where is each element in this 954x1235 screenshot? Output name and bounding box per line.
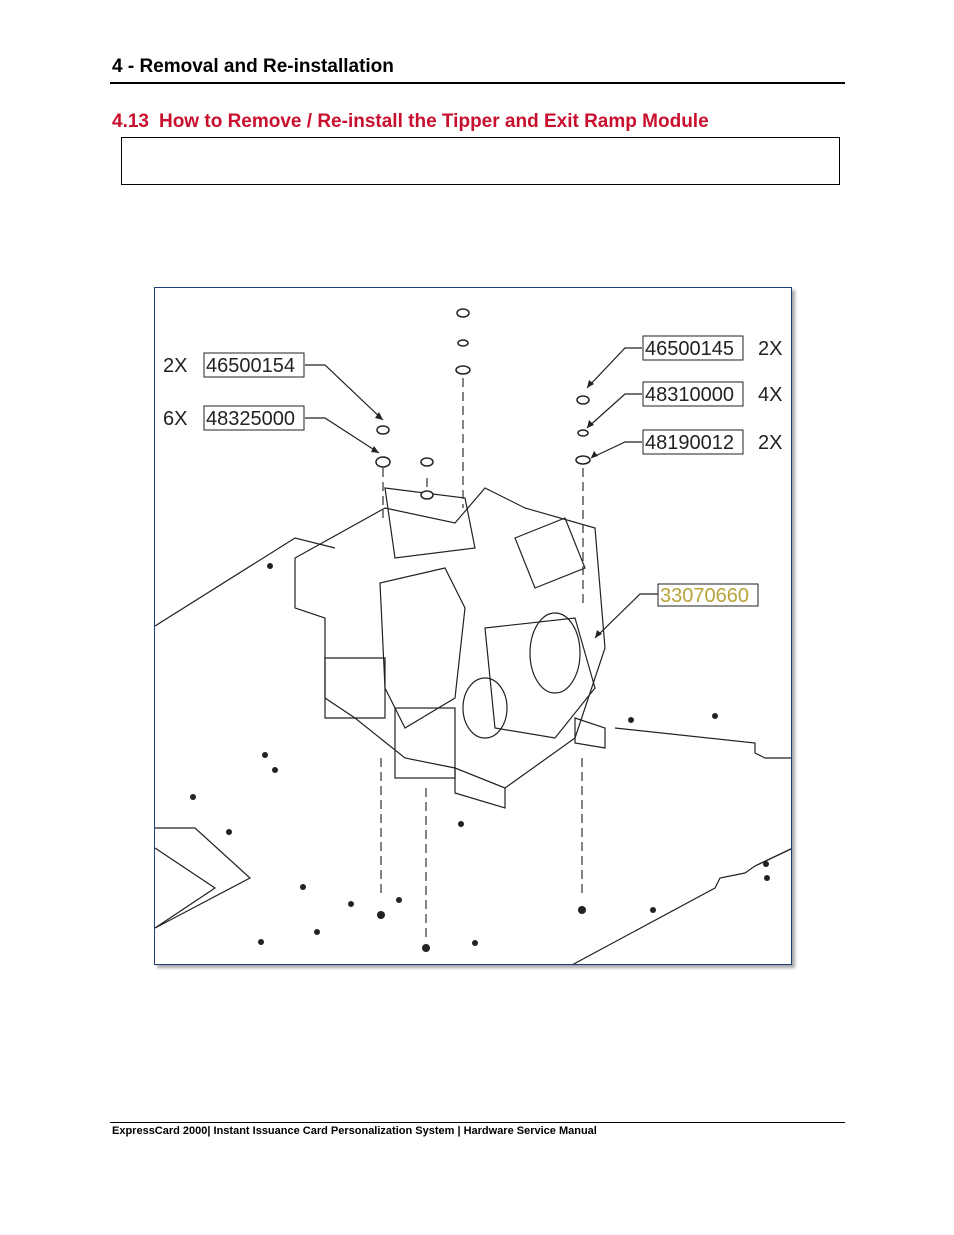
footer-text: ExpressCard 2000| Instant Issuance Card … — [112, 1125, 597, 1137]
callout-qty-2: 6X — [163, 408, 187, 430]
section-number: 4.13 — [112, 111, 149, 132]
callout-part-1: 46500154 — [206, 355, 295, 377]
exploded-view-drawing: 2X 46500154 6X 48325000 46500145 2X 4831… — [155, 308, 791, 964]
exploded-view-figure: 2X 46500154 6X 48325000 46500145 2X 4831… — [154, 287, 792, 965]
callout-qty-3: 2X — [758, 338, 782, 360]
header-rule — [110, 82, 845, 84]
callout-part-2: 48325000 — [206, 408, 295, 430]
callout-part-4: 48310000 — [645, 384, 734, 406]
callout-part-5: 48190012 — [645, 432, 734, 454]
callout-part-3: 46500145 — [645, 338, 734, 360]
chapter-heading: 4 - Removal and Re-installation — [112, 56, 394, 77]
section-title: How to Remove / Re-install the Tipper an… — [158, 111, 709, 132]
footer-rule — [110, 1122, 845, 1123]
module-part-label: 33070660 — [660, 585, 749, 607]
callout-qty-5: 2X — [758, 432, 782, 454]
callout-qty-4: 4X — [758, 384, 782, 406]
callout-qty-1: 2X — [163, 355, 187, 377]
section-heading: 4.13 How to Remove / Re-install the Tippe… — [112, 111, 709, 133]
note-box — [121, 137, 840, 185]
